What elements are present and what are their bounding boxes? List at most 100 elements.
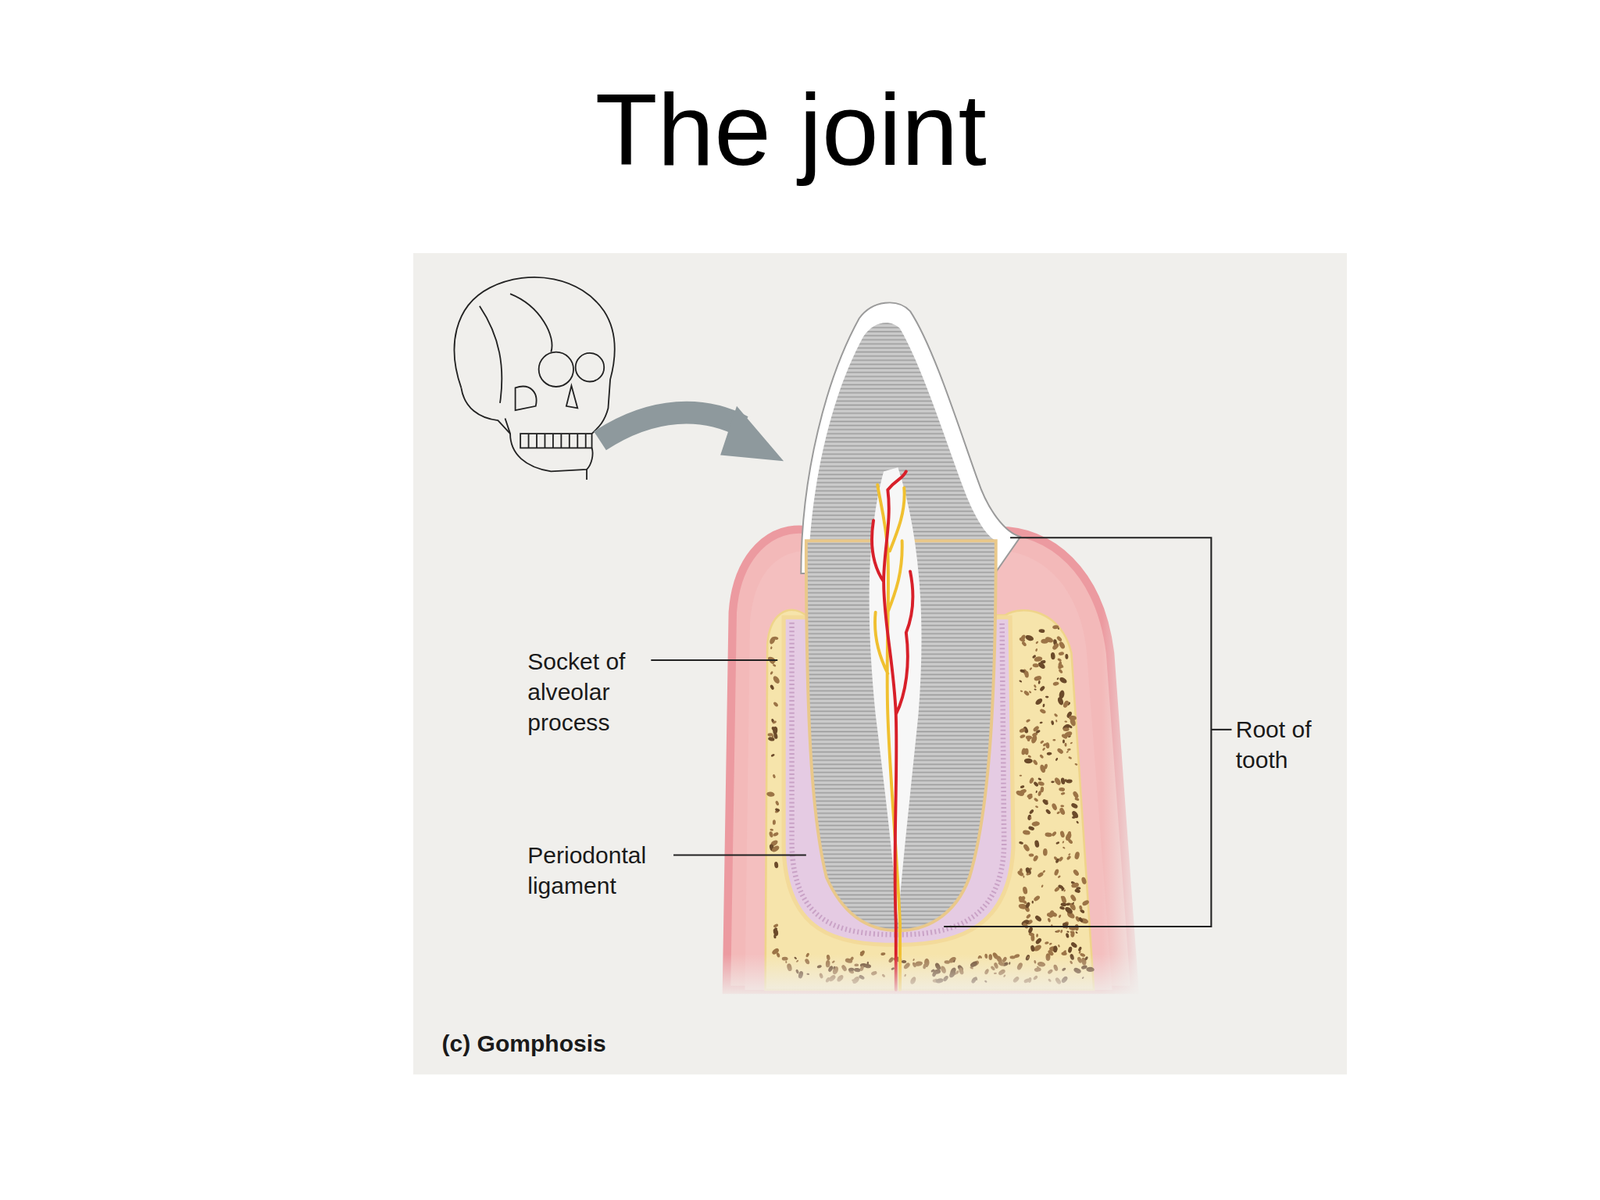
bone-speckle: [1062, 846, 1066, 850]
bone-speckle: [1019, 733, 1026, 739]
part-label: Socket of alveolar process: [527, 646, 648, 738]
bone-speckle: [1027, 926, 1034, 934]
bone-speckle: [1053, 945, 1058, 953]
bone-speckle: [1032, 894, 1041, 902]
bone-speckle: [1039, 753, 1045, 759]
bone-speckle: [1044, 941, 1050, 945]
bone-speckle: [774, 861, 779, 869]
bone-speckle: [1032, 654, 1037, 660]
bone-speckle: [1030, 944, 1036, 952]
bone-speckle: [1065, 750, 1069, 754]
bone-speckle: [1060, 886, 1066, 892]
skull-cheekbone: [515, 386, 537, 411]
bone-speckle: [1025, 634, 1035, 643]
bone-speckle: [1039, 707, 1047, 715]
bone-speckle: [1035, 640, 1040, 645]
bone-speckle: [1075, 886, 1081, 890]
bone-speckle: [1046, 751, 1053, 756]
bone-speckle: [1047, 909, 1055, 918]
bone-speckle: [1057, 944, 1061, 948]
bone-speckle: [1025, 872, 1031, 876]
bone-speckle: [1075, 924, 1079, 931]
bone-speckle: [1061, 840, 1065, 844]
bone-speckle: [1034, 937, 1043, 946]
edge-fade: [714, 953, 1154, 1000]
bone-speckle: [1034, 839, 1040, 848]
bone-speckle: [1060, 920, 1070, 929]
bone-speckle: [771, 774, 776, 779]
bone-speckle: [1064, 653, 1068, 660]
bone-speckle: [1071, 882, 1080, 889]
bone-speckle: [1067, 946, 1073, 954]
bone-speckle: [1027, 794, 1033, 800]
bone-speckle: [1020, 689, 1024, 693]
bone-speckle: [1057, 663, 1064, 669]
bone-speckle: [1037, 680, 1040, 685]
bone-speckle: [1058, 807, 1066, 816]
bone-speckle: [1061, 722, 1072, 732]
bone-speckle: [1058, 689, 1066, 700]
bone-speckle: [1031, 821, 1040, 827]
bone-speckle: [1019, 785, 1025, 790]
bone-speckle: [1025, 913, 1033, 920]
bone-speckle: [1060, 777, 1066, 785]
skull-cranium: [454, 277, 615, 434]
figure-caption: (c) Gomphosis: [442, 1028, 749, 1059]
bone-speckle: [1070, 941, 1079, 949]
bone-speckle: [1056, 677, 1060, 681]
bone-speckle: [1055, 719, 1058, 723]
bone-speckle: [1058, 676, 1068, 686]
bone-speckle: [1075, 931, 1079, 935]
bone-speckle: [1028, 808, 1035, 815]
bone-speckle: [1057, 665, 1063, 670]
bone-speckle: [771, 735, 775, 739]
bone-speckle: [771, 675, 781, 685]
root-bracket: [943, 537, 1211, 927]
bone-speckle: [1057, 856, 1064, 863]
bone-speckle: [1025, 866, 1033, 875]
bone-speckle: [768, 831, 774, 839]
bone-speckle: [1056, 635, 1064, 643]
bone-speckle: [769, 671, 774, 675]
bone-speckle: [1059, 830, 1065, 839]
bone-speckle: [1042, 746, 1047, 751]
bone-speckle: [1045, 742, 1050, 749]
bone-speckle: [1032, 663, 1040, 668]
bone-speckle: [1028, 690, 1033, 694]
bone-speckle: [1024, 671, 1029, 679]
bone-speckle: [1050, 781, 1054, 784]
bone-speckle: [772, 819, 776, 825]
bone-speckle: [1065, 778, 1072, 783]
bone-speckle: [770, 753, 775, 758]
bone-speckle: [1057, 667, 1064, 674]
bone-speckle: [1037, 790, 1043, 797]
bone-speckle: [1062, 700, 1071, 709]
bone-speckle: [1066, 930, 1070, 933]
pointer-arrow-head: [720, 406, 784, 462]
bone-speckle: [770, 844, 780, 854]
skull-nose: [566, 385, 578, 409]
bone-speckle: [1032, 781, 1040, 788]
blood-vessel: [871, 471, 913, 990]
leader-line: [650, 659, 778, 661]
bone-speckle: [1071, 815, 1077, 819]
bone-speckle: [1052, 739, 1056, 741]
bone-speckle: [1056, 746, 1065, 755]
bone-speckle: [1041, 798, 1050, 807]
bone-speckle: [1060, 895, 1068, 904]
bone-speckle: [1039, 739, 1045, 745]
bone-speckle: [1033, 796, 1040, 802]
bone-speckle: [1032, 759, 1039, 767]
bone-speckle: [1056, 929, 1061, 934]
bone-speckle: [1048, 942, 1053, 946]
bone-speckle: [1044, 832, 1053, 837]
bone-speckle: [774, 927, 778, 930]
bone-speckle: [1024, 758, 1033, 765]
bone-speckle: [772, 923, 779, 929]
bone-speckle: [1064, 905, 1075, 915]
bone-speckle: [1029, 816, 1032, 820]
bone-speckle: [769, 684, 775, 691]
bone-speckle: [1050, 830, 1058, 837]
bone-speckle: [1081, 899, 1090, 907]
skull-occiput: [460, 387, 511, 434]
